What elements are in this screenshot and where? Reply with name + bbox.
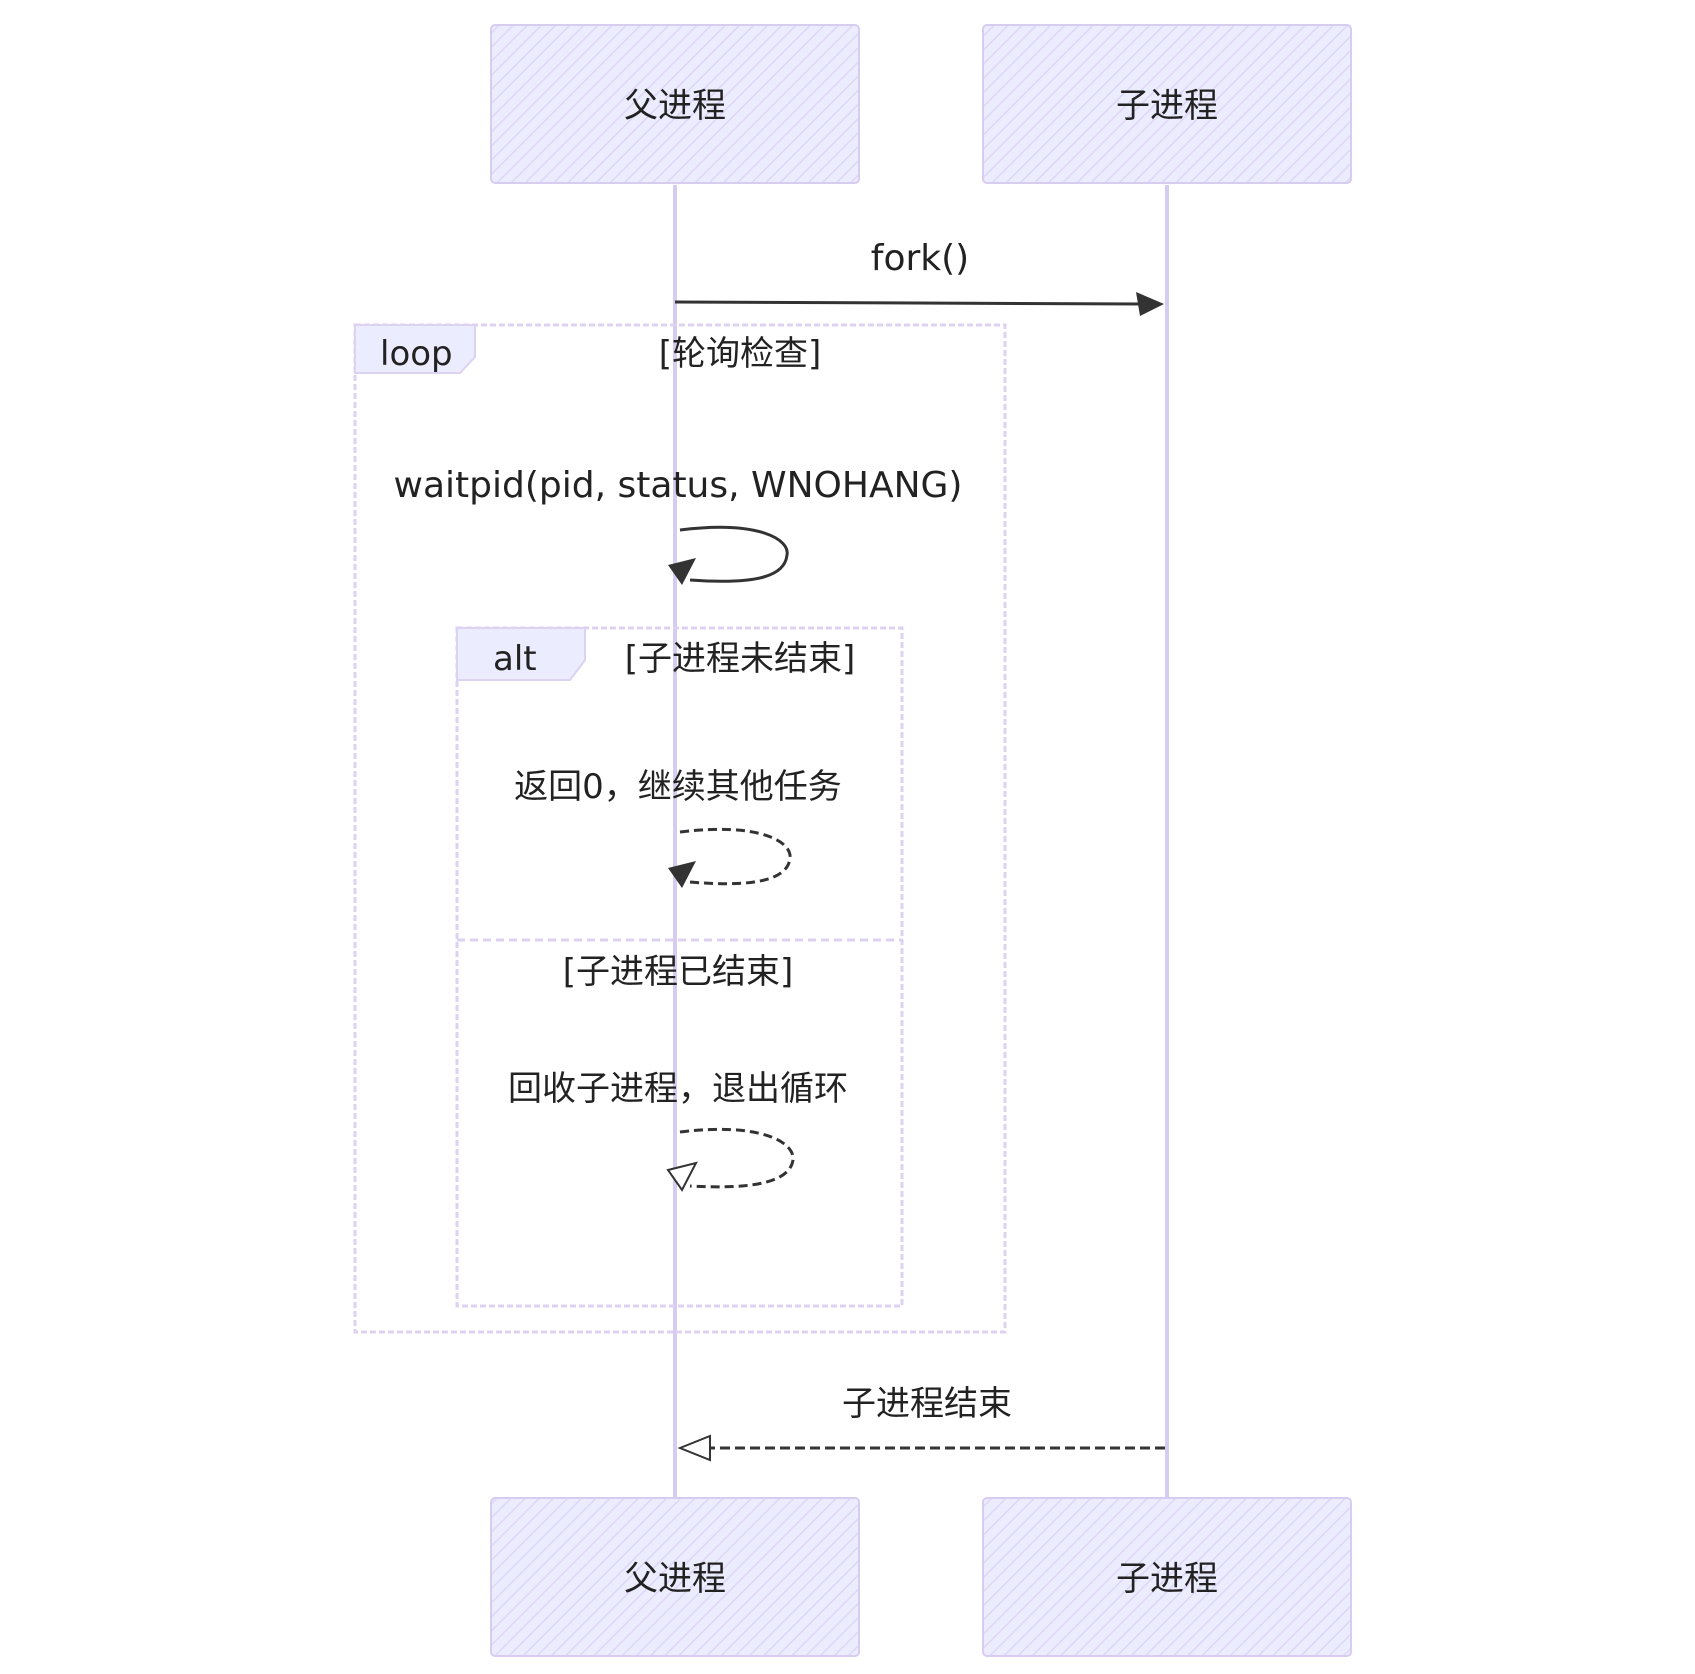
message-child-end-arrow (677, 1434, 1165, 1462)
alt-condition: [子进程未结束] (625, 639, 856, 679)
participant-parent-label: 父进程 (624, 86, 726, 126)
participant-child-label: 子进程 (1116, 86, 1218, 126)
message-child-end-label: 子进程结束 (842, 1384, 1012, 1424)
participant-child-top: 子进程 (982, 24, 1352, 184)
loop-keyword: loop (380, 334, 453, 374)
alt-else-condition: [子进程已结束] (563, 952, 794, 992)
message-waitpid-label: waitpid(pid, status, WNOHANG) (394, 465, 963, 506)
message-return0-label: 返回0，继续其他任务 (514, 767, 842, 807)
message-waitpid-arrow (668, 525, 789, 585)
loop-fragment: loop [轮询检查] (353, 323, 1007, 1334)
message-reap-label: 回收子进程，退出循环 (508, 1069, 848, 1109)
participant-child-label: 子进程 (1116, 1559, 1218, 1599)
message-fork-label: fork() (871, 238, 969, 279)
participant-parent-bottom: 父进程 (490, 1497, 860, 1657)
alt-fragment: alt [子进程未结束] [子进程已结束] (455, 626, 904, 1308)
message-fork-arrow (674, 292, 1164, 316)
participant-parent-top: 父进程 (490, 24, 860, 184)
message-return0-arrow (668, 827, 792, 888)
loop-condition: [轮询检查] (659, 334, 822, 374)
message-reap-arrow (666, 1127, 795, 1192)
participant-child-bottom: 子进程 (982, 1497, 1352, 1657)
alt-keyword: alt (493, 639, 537, 679)
participant-parent-label: 父进程 (624, 1559, 726, 1599)
